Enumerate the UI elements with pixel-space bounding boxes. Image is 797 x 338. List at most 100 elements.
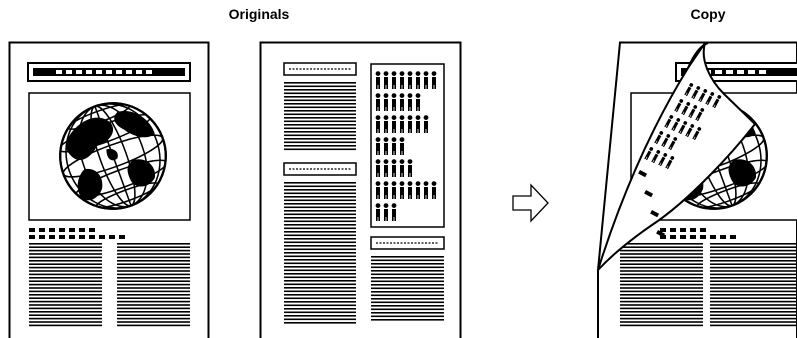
text-line <box>29 300 102 303</box>
text-line <box>284 85 356 88</box>
text-line <box>371 259 444 262</box>
text-line <box>284 103 356 105</box>
text-line <box>284 134 356 137</box>
text-line <box>371 301 444 304</box>
text-line <box>710 270 797 272</box>
text-line <box>117 270 190 272</box>
text-column-lower <box>284 182 356 324</box>
text-line <box>284 189 356 191</box>
text-line <box>710 273 797 276</box>
text-line <box>620 304 703 306</box>
text-line <box>284 259 356 261</box>
text-line <box>284 206 356 209</box>
text-line <box>710 246 797 248</box>
text-line <box>371 277 444 279</box>
text-line <box>284 241 356 244</box>
text-column-right <box>371 256 444 321</box>
text-line <box>371 305 444 307</box>
text-line <box>117 321 190 323</box>
text-line <box>371 294 444 297</box>
arrow-right-icon <box>512 183 549 223</box>
text-line <box>710 280 797 282</box>
text-line <box>117 273 190 276</box>
text-line <box>710 290 797 293</box>
text-line <box>284 217 356 219</box>
text-line <box>284 315 356 317</box>
copy-label: Copy <box>690 6 726 22</box>
text-line <box>117 277 190 279</box>
text-line <box>284 297 356 300</box>
text-line <box>117 317 190 320</box>
text-line <box>620 270 703 272</box>
text-line <box>284 283 356 286</box>
text-line <box>117 311 190 313</box>
text-line <box>284 248 356 251</box>
text-line <box>284 266 356 268</box>
text-line <box>710 283 797 286</box>
text-line <box>29 253 102 255</box>
text-line <box>29 243 102 245</box>
people-chart-box <box>370 63 445 228</box>
text-line <box>710 311 797 313</box>
text-line <box>371 319 444 321</box>
text-line <box>284 280 356 282</box>
text-line <box>710 260 797 262</box>
text-line <box>284 82 356 84</box>
text-line <box>371 280 444 283</box>
text-line <box>284 99 356 102</box>
text-line <box>284 290 356 293</box>
text-line <box>29 307 102 310</box>
text-line <box>29 311 102 313</box>
text-line <box>284 273 356 275</box>
text-line <box>117 266 190 269</box>
text-line <box>710 294 797 296</box>
text-line <box>117 243 190 245</box>
text-line <box>284 185 356 188</box>
subhead-dashes <box>29 228 125 239</box>
text-line <box>710 304 797 306</box>
text-column-left <box>29 243 102 327</box>
text-line <box>620 266 703 269</box>
text-line <box>284 238 356 240</box>
text-column-right <box>117 243 190 327</box>
text-line <box>29 263 102 265</box>
text-line <box>284 269 356 272</box>
text-line <box>29 270 102 272</box>
text-line <box>620 249 703 252</box>
text-line <box>117 249 190 252</box>
text-line <box>284 141 356 144</box>
text-line <box>284 182 356 184</box>
headline-dashes <box>56 70 152 74</box>
text-line <box>284 227 356 230</box>
heading-box-1 <box>283 62 357 76</box>
text-line <box>29 321 102 323</box>
text-line <box>371 273 444 276</box>
text-line <box>29 317 102 320</box>
text-line <box>710 253 797 255</box>
text-line <box>710 300 797 303</box>
text-line <box>371 312 444 314</box>
text-line <box>284 120 356 123</box>
text-line <box>284 138 356 140</box>
text-line <box>284 213 356 216</box>
text-line <box>284 124 356 126</box>
text-line <box>117 253 190 255</box>
text-line <box>620 246 703 248</box>
text-line <box>284 113 356 116</box>
text-line <box>29 249 102 252</box>
text-line <box>117 246 190 248</box>
text-line <box>710 321 797 323</box>
text-line <box>117 294 190 296</box>
text-line <box>29 277 102 279</box>
text-line <box>620 297 703 299</box>
text-line <box>284 96 356 98</box>
text-line <box>284 224 356 226</box>
text-line <box>117 314 190 316</box>
text-line <box>29 314 102 316</box>
text-line <box>620 283 703 286</box>
text-line <box>284 92 356 95</box>
copy-page <box>597 41 797 338</box>
text-line <box>117 263 190 265</box>
text-line <box>371 263 444 265</box>
text-line <box>284 192 356 195</box>
